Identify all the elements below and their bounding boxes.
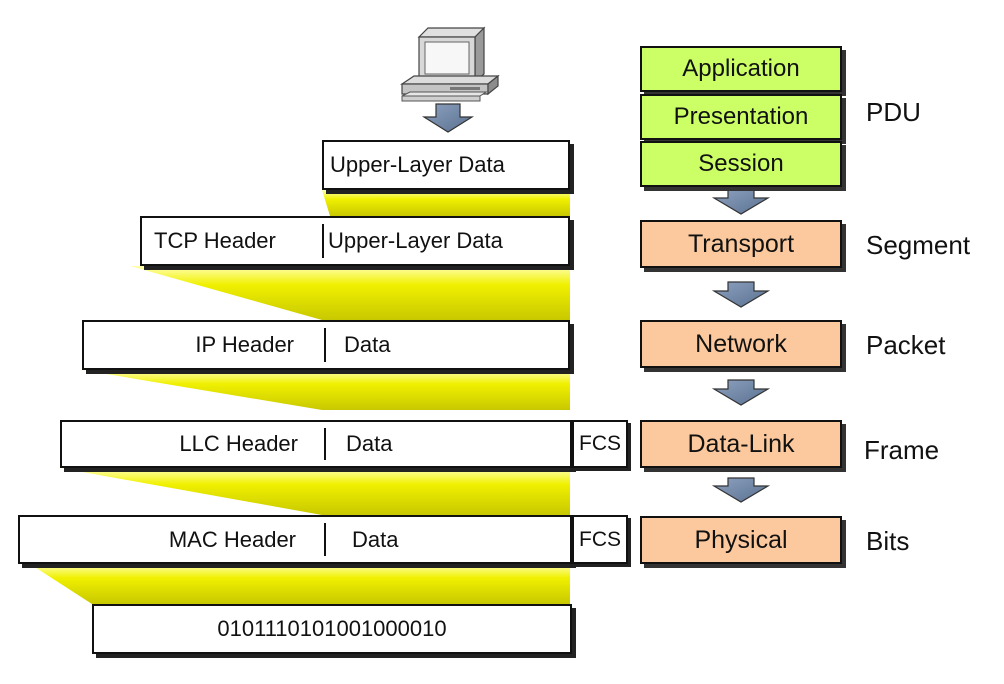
funnel-tcp-to-ip: [130, 266, 570, 320]
packet-divider: [324, 328, 326, 362]
pdu-bits: Bits: [866, 526, 910, 556]
layer-data-link-label: Data-Link: [687, 429, 795, 458]
bits-box: 0101110101001000010: [92, 604, 572, 654]
frame-divider: [324, 428, 326, 460]
arrow-down-icon: [711, 477, 771, 503]
llc-fcs-label: FCS: [579, 432, 621, 455]
mac-fcs-box: FCS: [572, 515, 628, 564]
tcp-data-label: Upper-Layer Data: [328, 228, 503, 253]
arrow-down-icon: [711, 281, 771, 308]
bits-label: 0101110101001000010: [217, 616, 447, 641]
ip-header-label: IP Header: [195, 332, 294, 357]
pdu-frame: Frame: [864, 435, 940, 465]
layer-physical-label: Physical: [694, 525, 788, 554]
segment-divider: [322, 224, 324, 258]
layer-presentation: Presentation: [640, 94, 842, 140]
arrow-down-icon: [711, 189, 771, 215]
layer-presentation-label: Presentation: [673, 103, 809, 130]
layer-physical: Physical: [640, 516, 842, 564]
ip-packet-box: IP Header Data: [82, 320, 570, 370]
layer-transport: Transport: [640, 220, 842, 268]
arrow-down-icon: [421, 103, 475, 133]
mac-frame-box: MAC Header Data: [18, 515, 572, 564]
layer-application: Application: [640, 46, 842, 92]
llc-frame-box: LLC Header Data: [60, 420, 572, 468]
llc-data-label: Data: [346, 431, 393, 456]
pdu-packet: Packet: [866, 330, 946, 360]
funnel-upper-to-tcp: [322, 190, 570, 216]
arrow-down-icon: [711, 379, 771, 406]
pdu-title: PDU: [866, 97, 921, 127]
upper-layer-data-label: Upper-Layer Data: [330, 152, 505, 177]
layer-data-link: Data-Link: [640, 420, 842, 468]
funnel-llc-to-mac: [60, 468, 570, 515]
layer-session-label: Session: [698, 150, 784, 177]
mac-data-label: Data: [352, 526, 399, 552]
llc-fcs-box: FCS: [572, 420, 628, 468]
layer-transport-label: Transport: [687, 229, 795, 258]
mac-header-label: MAC Header: [168, 526, 296, 552]
tcp-header-label: TCP Header: [154, 228, 276, 253]
layer-network: Network: [640, 320, 842, 368]
computer-icon: [400, 26, 500, 102]
pdu-segment: Segment: [866, 230, 971, 260]
layer-session: Session: [640, 141, 842, 187]
funnel-ip-to-llc: [82, 370, 570, 410]
layer-network-label: Network: [695, 329, 787, 358]
layer-application-label: Application: [682, 55, 800, 82]
llc-header-label: LLC Header: [179, 431, 298, 456]
tcp-segment-box: TCP Header Upper-Layer Data: [140, 216, 570, 266]
mac-fcs-label: FCS: [579, 527, 621, 551]
ip-data-label: Data: [344, 332, 391, 357]
funnel-mac-to-bits: [30, 564, 570, 604]
frame-divider: [324, 523, 326, 556]
upper-layer-data-box: Upper-Layer Data: [322, 140, 570, 190]
